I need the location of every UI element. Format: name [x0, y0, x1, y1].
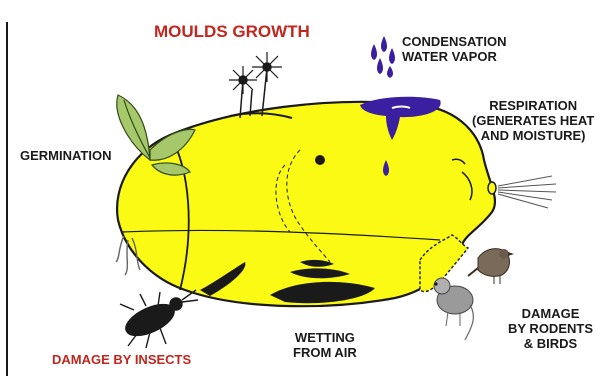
- breath-lines-icon: [498, 176, 556, 208]
- mouth: [488, 182, 496, 194]
- title-moulds-growth: MOULDS GROWTH: [154, 22, 310, 42]
- label-respiration: RESPIRATION (GENERATES HEAT AND MOISTURE…: [472, 98, 594, 143]
- eye-dot: [315, 155, 325, 165]
- label-wetting: WETTING FROM AIR: [293, 330, 357, 360]
- mouse-icon: [434, 278, 473, 340]
- label-damage-rodents: DAMAGE BY RODENTS & BIRDS: [508, 306, 593, 351]
- label-condensation: CONDENSATION WATER VAPOR: [402, 34, 506, 64]
- beetle-icon: [120, 290, 198, 348]
- label-damage-insects: DAMAGE BY INSECTS: [52, 352, 191, 367]
- bird-icon: [468, 249, 514, 284]
- label-germination: GERMINATION: [20, 148, 111, 163]
- water-drops-icon: [371, 36, 395, 78]
